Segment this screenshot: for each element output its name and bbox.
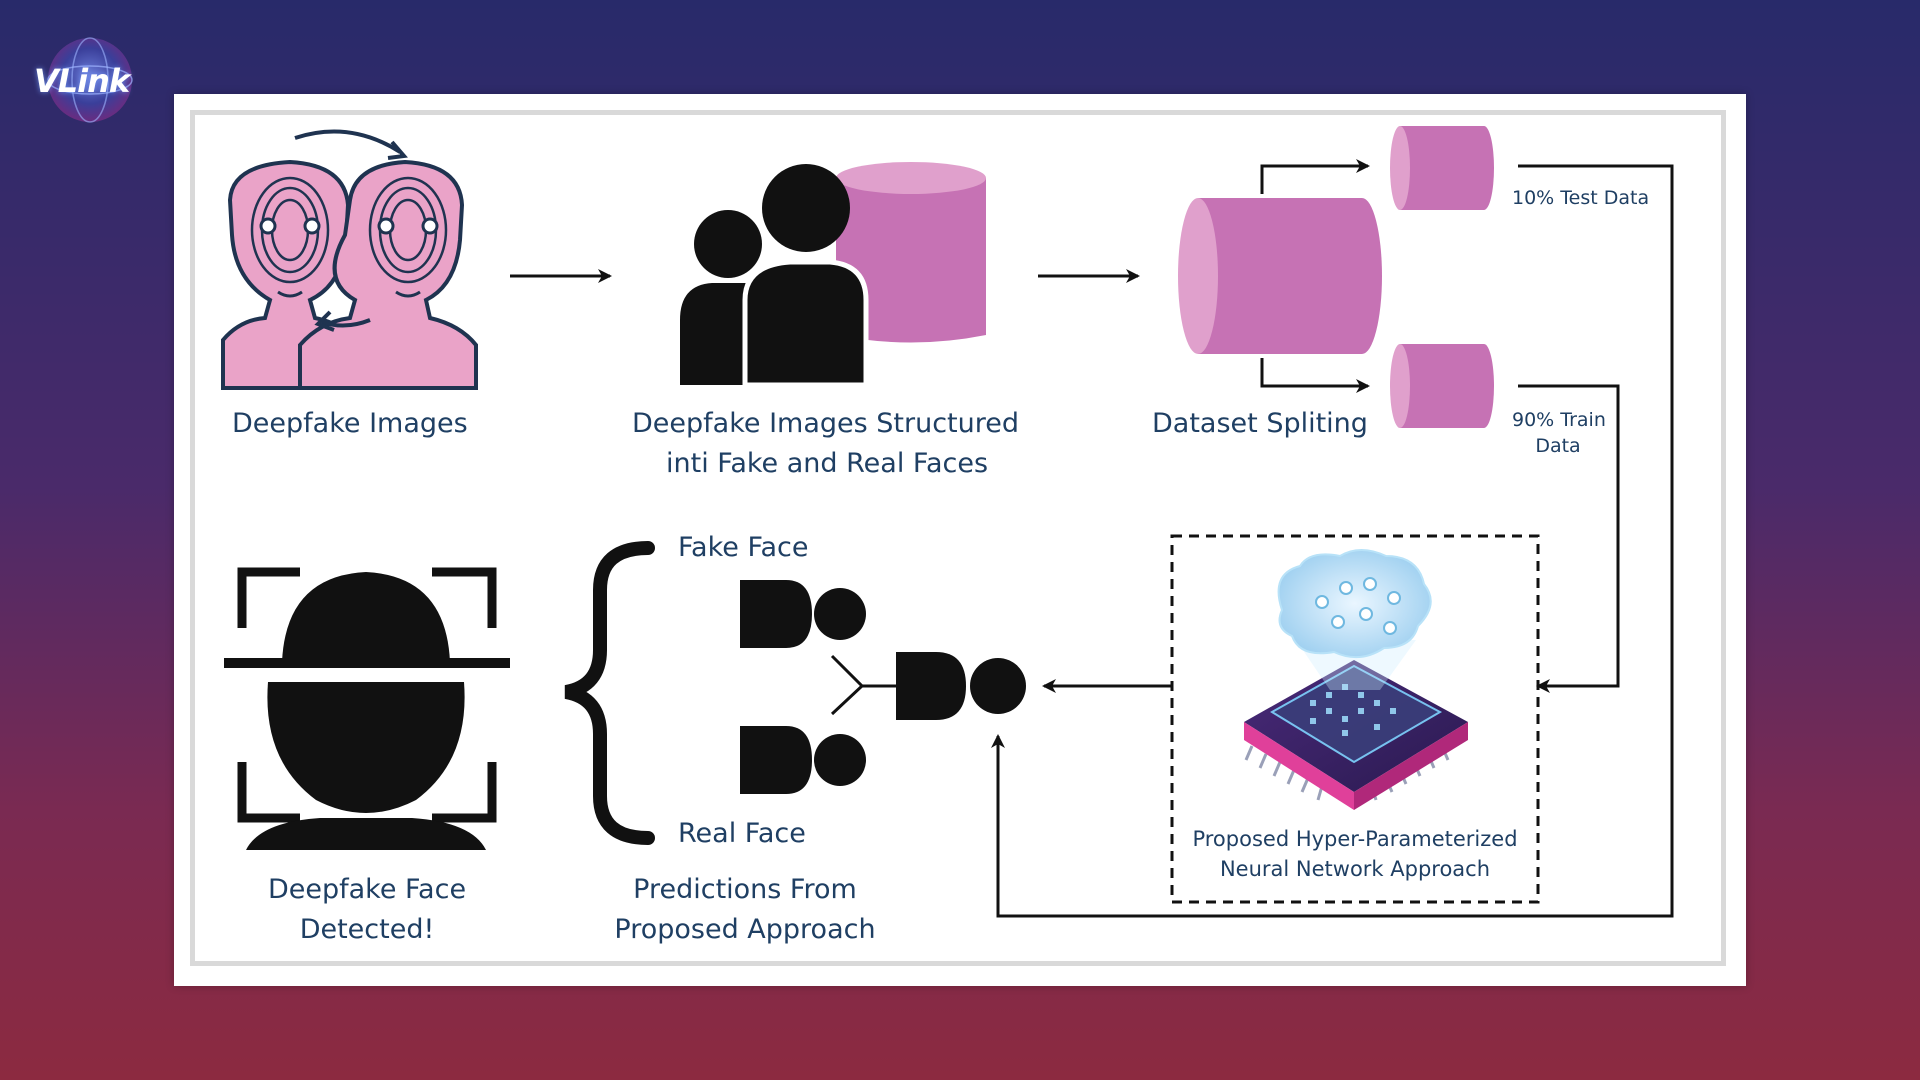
dataset-split-label: Dataset Spliting (1152, 408, 1368, 439)
real-face-shape (740, 726, 866, 794)
network-box (1170, 534, 1540, 904)
real-face-label: Real Face (678, 818, 806, 849)
network-label-line1: Proposed Hyper-Parameterized (1192, 827, 1518, 851)
train-data-label-line1: 90% Train (1512, 409, 1606, 431)
detected-label-line2: Detected! (299, 914, 435, 945)
structured-label-line2: inti Fake and Real Faces (666, 448, 989, 479)
fake-face-shape (740, 580, 866, 648)
prediction-shape (830, 652, 1026, 720)
structured-label-line1: Deepfake Images Structured (632, 408, 1020, 439)
logo-text: VLink (34, 62, 130, 100)
test-data-cylinder-icon (1390, 126, 1494, 210)
vlink-logo: VLink (28, 34, 158, 134)
deepfake-images-label: Deepfake Images (232, 408, 468, 439)
arrow-to-test (1260, 159, 1370, 194)
predictions-label-line1: Predictions From (633, 874, 857, 905)
fake-face-label: Fake Face (678, 532, 809, 563)
globe-icon (47, 37, 133, 123)
detected-face-icon (224, 567, 510, 850)
network-label-line2: Neural Network Approach (1219, 857, 1491, 881)
train-data-cylinder-icon (1390, 344, 1494, 428)
brace-icon (564, 541, 655, 845)
chip-brain-icon (1244, 549, 1468, 810)
cylinder-icon (1178, 198, 1382, 354)
arrow-to-train (1260, 358, 1370, 393)
arrow-test-to-predictions (991, 164, 1674, 918)
swapped-faces-icon (221, 129, 478, 390)
train-data-label-line2: Data (1535, 435, 1581, 457)
predictions-label-line2: Proposed Approach (614, 914, 876, 945)
people-database-icon (680, 162, 986, 388)
detected-label-line1: Deepfake Face (267, 874, 467, 905)
test-data-label: 10% Test Data (1512, 187, 1650, 209)
arrow-train-to-network (1518, 384, 1620, 693)
